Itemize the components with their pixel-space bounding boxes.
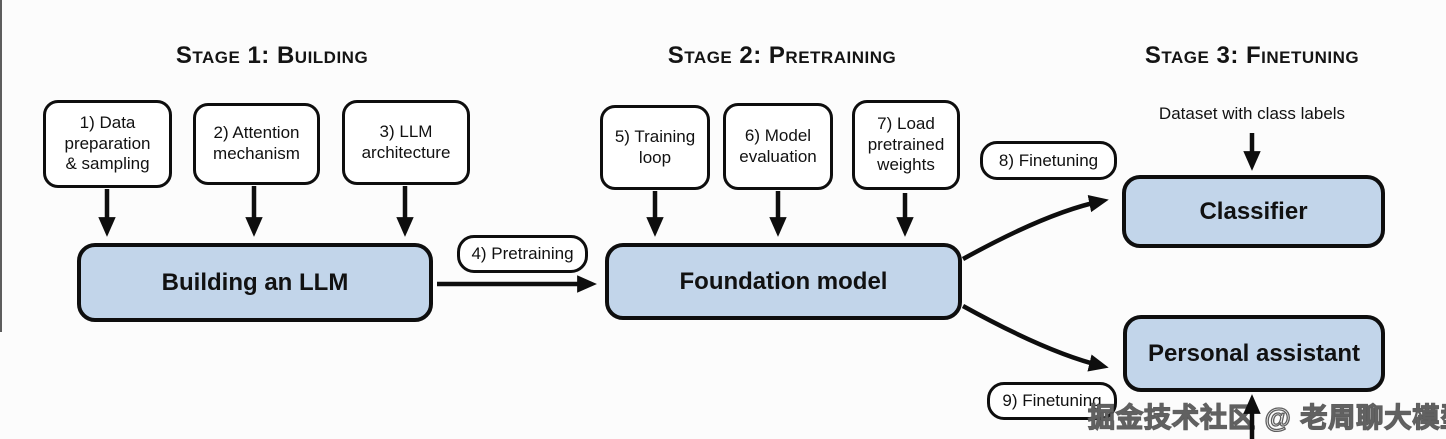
pretraining-label-pill: 4) Pretraining bbox=[457, 235, 588, 273]
finetuning-classifier-label-pill: 8) Finetuning bbox=[980, 141, 1117, 180]
step-box-data-preparation: 1) Data preparation & sampling bbox=[43, 100, 172, 188]
stage1-title: Stage 1: Building bbox=[175, 42, 369, 69]
arrow-foundation-to-assistant bbox=[961, 304, 1109, 372]
step-box-model-evaluation: 6) Model evaluation bbox=[723, 103, 833, 190]
stage2-title: Stage 2: Pretraining bbox=[667, 42, 897, 69]
foundation-model-box: Foundation model bbox=[605, 243, 962, 320]
stage3-title: Stage 3: Finetuning bbox=[1144, 42, 1360, 69]
step-box-attention-mechanism: 2) Attention mechanism bbox=[193, 103, 320, 185]
personal-assistant-box: Personal assistant bbox=[1123, 315, 1385, 392]
arrow-foundation-to-classifier bbox=[961, 195, 1109, 261]
dataset-with-class-labels-note: Dataset with class labels bbox=[1158, 104, 1346, 123]
classifier-box: Classifier bbox=[1122, 175, 1385, 248]
building-an-llm-box: Building an LLM bbox=[77, 243, 433, 322]
step-box-training-loop: 5) Training loop bbox=[600, 105, 710, 190]
watermark-text: 掘金技术社区 @ 老周聊大模型 bbox=[1087, 402, 1446, 433]
left-edge-artifact bbox=[0, 0, 2, 332]
finetuning-assistant-label-pill: 9) Finetuning bbox=[987, 382, 1117, 420]
step-box-llm-architecture: 3) LLM architecture bbox=[342, 100, 470, 185]
step-box-load-pretrained-weights: 7) Load pretrained weights bbox=[852, 100, 960, 190]
